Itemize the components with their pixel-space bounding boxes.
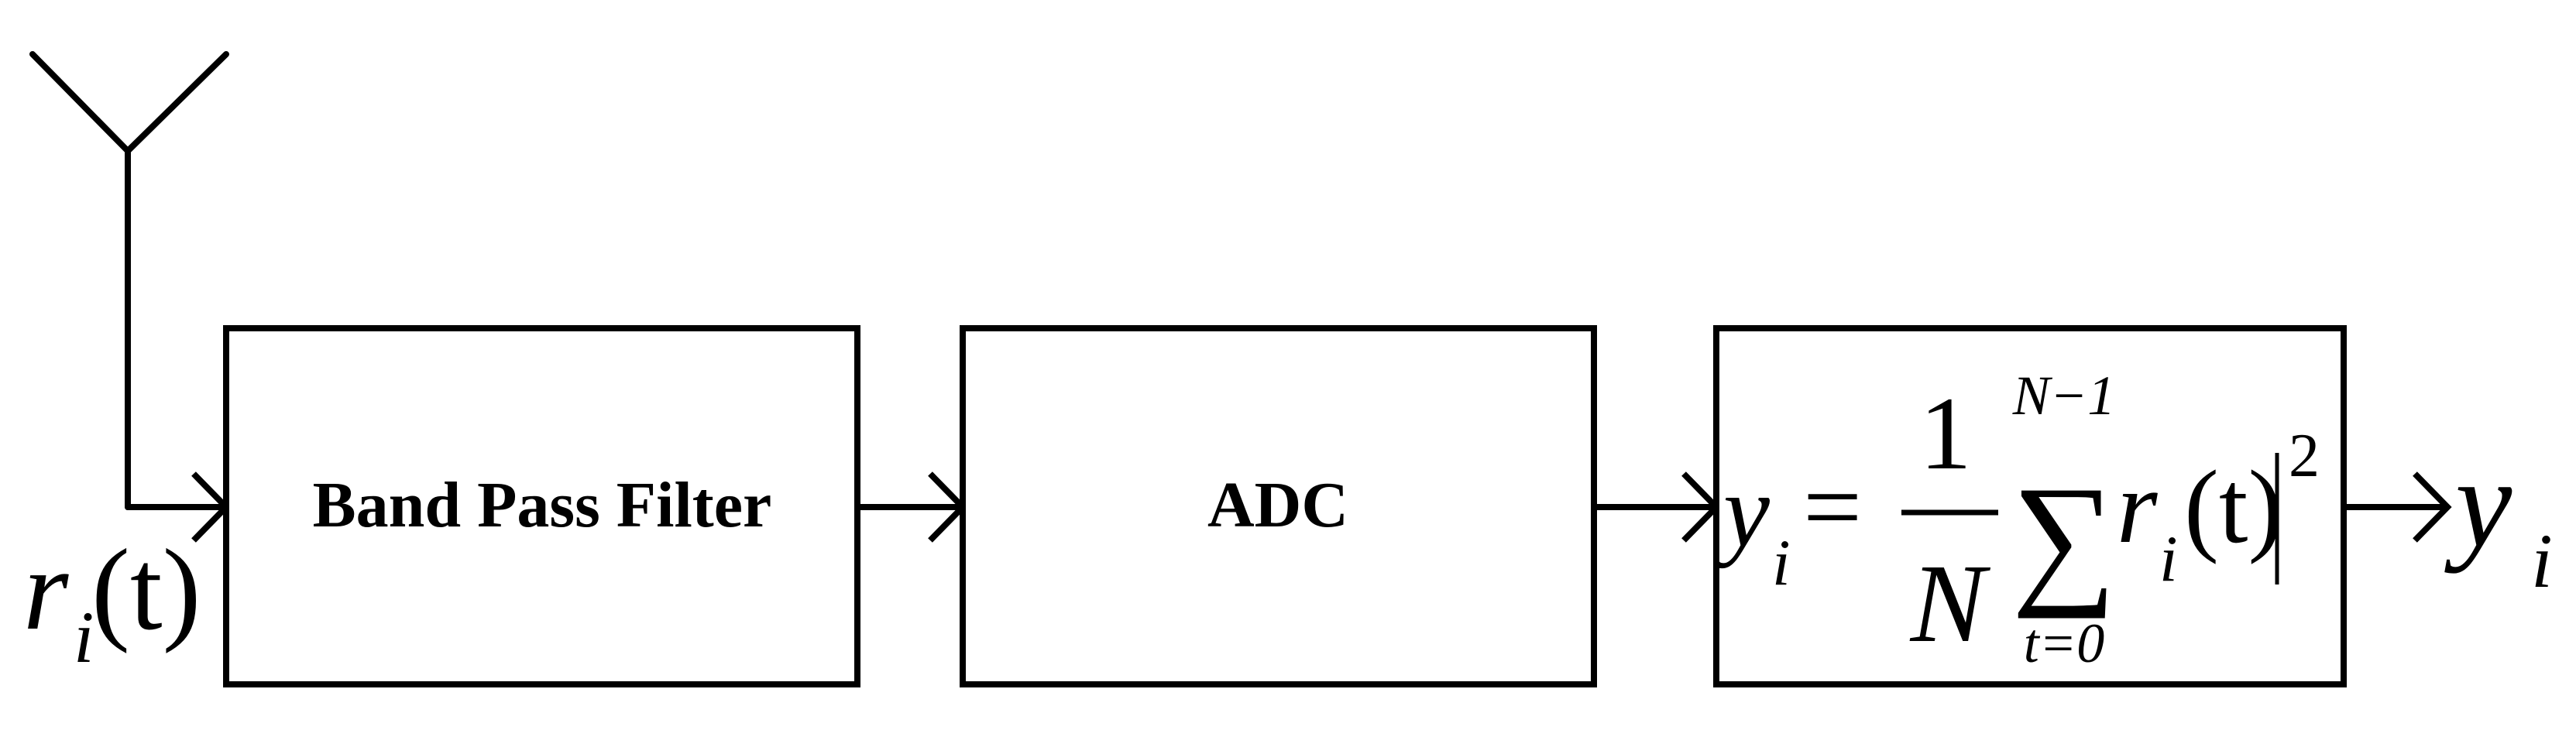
output-signal-label: y i <box>2444 432 2553 604</box>
energy-formula: y i = 1 N N−1 ∑ t=0 r i (t) 2 <box>1714 365 2320 674</box>
svg-text:i: i <box>74 596 94 678</box>
antenna-icon <box>29 51 229 510</box>
arrow-adc-to-energy <box>1594 471 1721 543</box>
input-signal-label: r i (t) <box>23 526 201 678</box>
svg-text:i: i <box>2531 518 2553 604</box>
band-pass-filter-label: Band Pass Filter <box>313 469 772 541</box>
svg-text:t=0: t=0 <box>2024 612 2105 674</box>
arrow-bpf-to-adc <box>857 471 967 543</box>
adc-label: ADC <box>1207 469 1348 541</box>
svg-text:N−1: N−1 <box>2012 365 2116 427</box>
svg-text:2: 2 <box>2289 422 2320 490</box>
svg-text:∑: ∑ <box>2011 457 2116 619</box>
svg-text:i: i <box>2159 523 2178 595</box>
adc-block <box>960 325 1597 687</box>
svg-text:r: r <box>2117 450 2158 565</box>
svg-text:r: r <box>23 526 69 654</box>
svg-text:=: = <box>1803 450 1862 565</box>
svg-text:(t): (t) <box>91 526 201 654</box>
svg-text:(t): (t) <box>2184 450 2282 565</box>
svg-text:1: 1 <box>1919 376 1972 492</box>
svg-text:y: y <box>2444 432 2512 574</box>
svg-text:y: y <box>1714 454 1770 569</box>
svg-text:N: N <box>1909 542 1991 666</box>
band-pass-filter-block <box>223 325 860 687</box>
svg-text:i: i <box>1772 526 1791 599</box>
arrow-output <box>2344 471 2452 543</box>
